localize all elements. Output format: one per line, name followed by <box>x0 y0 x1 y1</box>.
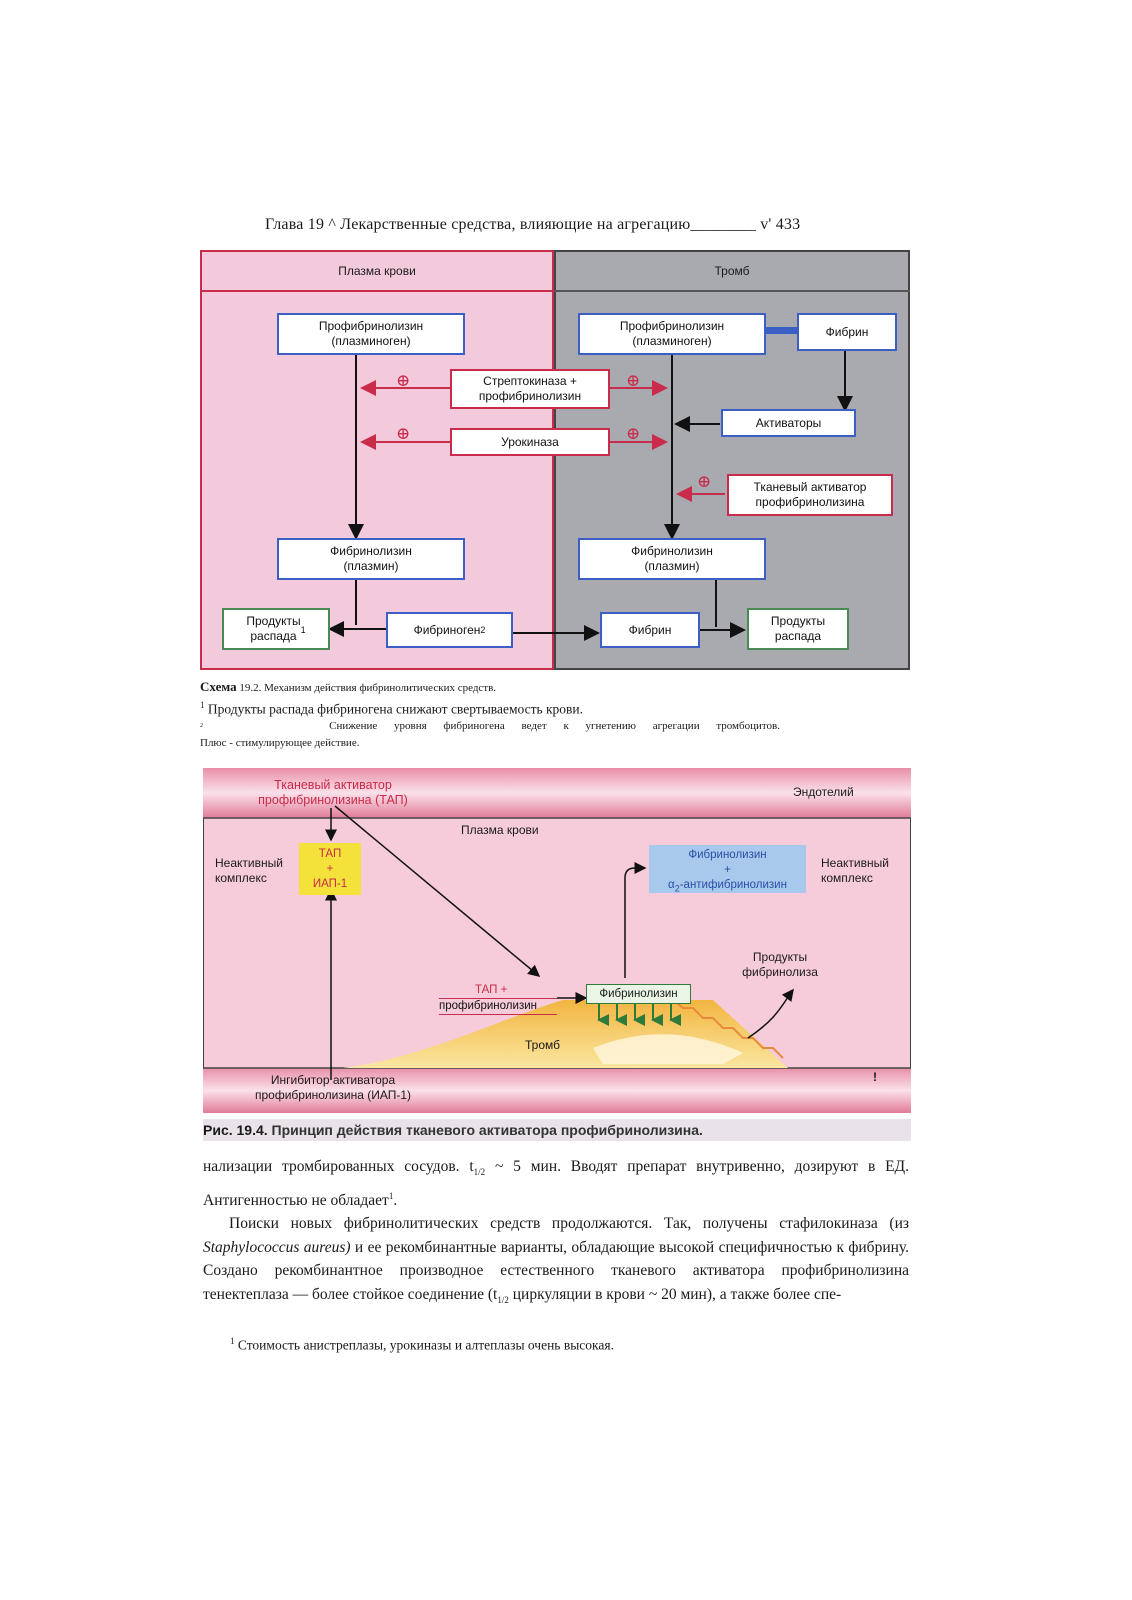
left-fibrinolysin-box: Фибринолизин (плазмин) <box>277 538 465 580</box>
fibrinolysin-complex-box: Фибринолизин + α2-антифибринолизин <box>649 845 806 893</box>
figure-caption-bold: Рис. 19.4. <box>203 1122 268 1138</box>
paragraph-2: Поиски новых фибринолитических средств п… <box>203 1212 909 1312</box>
page-header: Глава 19 ^ Лекарственные средства, влияю… <box>265 216 801 233</box>
scheme-caption: Схема 19.2. Механизм действия фибринолит… <box>200 678 920 752</box>
tap-iap-box: ТАП + ИАП-1 <box>299 843 361 895</box>
left-products-sup: 1 <box>300 625 306 635</box>
fibrin-top-box: Фибрин <box>797 313 897 351</box>
activators-box: Активаторы <box>721 409 856 437</box>
plus-icon: ⊕ <box>626 424 641 443</box>
thrombus-label: Тромб <box>714 264 750 278</box>
fc-line3: α2-антифибринолизин <box>649 878 806 896</box>
fc-line1: Фибринолизин <box>688 849 767 861</box>
note1-text: Продукты распада фибриногена снижают све… <box>204 701 584 717</box>
p1-b: ~ 5 мин. Вводят препарат внутривенно, до… <box>203 1158 909 1209</box>
fibrinogen-sup: 2 <box>480 624 486 635</box>
plus-icon: ⊕ <box>697 472 712 491</box>
fibrin-bottom-box: Фибрин <box>600 612 700 648</box>
tap-plus-label: ТАП + <box>439 983 557 999</box>
figure-19-4: Тканевый активатор профибринолизина (ТАП… <box>203 768 911 1113</box>
exclamation-mark: ! <box>873 1070 877 1084</box>
fibrinogen-label: Фибриноген <box>413 622 481 637</box>
scheme-note-2: 2 Снижение уровня фибриногена ведет к угн… <box>200 718 780 735</box>
figure-caption: Рис. 19.4. Принцип действия тканевого ак… <box>203 1119 911 1141</box>
note2-text: Снижение уровня фибриногена ведет к угне… <box>329 719 780 732</box>
plus-icon: ⊕ <box>396 424 411 443</box>
p1-c: . <box>393 1191 398 1209</box>
p2-b: и ее рекомбинантные варианты, обладающие… <box>203 1238 909 1303</box>
caption-bold: Схема <box>200 679 237 694</box>
p2-a: Поиски новых фибринолитических средств п… <box>229 1215 909 1233</box>
fibrinolysin-box: Фибринолизин <box>586 984 691 1004</box>
plasma-label: Плазма крови <box>338 264 416 278</box>
figure-background <box>203 768 911 1113</box>
right-products-box: Продукты распада <box>747 608 849 650</box>
caption-text: 19.2. Механизм действия фибринолитически… <box>236 682 497 694</box>
profib-label: профибринолизин <box>439 999 557 1015</box>
scheme-diagram: Плазма крови Тромб Профибрин <box>200 250 910 670</box>
thrombus-label: Тромб <box>525 1038 560 1052</box>
p2-c: циркуляции в крови ~ 20 мин), а также бо… <box>508 1285 842 1303</box>
streptokinase-box: Стрептокиназа + профибринолизин <box>450 369 610 409</box>
tap-profib-box: ТАП + профибринолизин <box>439 983 557 1015</box>
note2-sup: 2 <box>200 722 203 729</box>
right-profibrinolysin-box: Профибринолизин (плазминоген) <box>578 313 766 355</box>
scheme-note-1: 1 Продукты распада фибриногена снижают с… <box>200 697 920 718</box>
note1-sup: 1 <box>200 700 205 710</box>
footnote: 1 Стоимость анистреплазы, урокиназы и ал… <box>230 1336 614 1354</box>
p2-italic: Staphylococcus aureus) <box>203 1238 351 1256</box>
fc-alpha: α <box>668 879 675 891</box>
footnote-text: Стоимость анистреплазы, урокиназы и алте… <box>234 1337 614 1353</box>
footnote-sup: 1 <box>230 1336 235 1346</box>
thrombus-header-line <box>554 290 910 292</box>
inactive-left-label: Неактивный комплекс <box>215 856 283 885</box>
body-text: нализации тромбированных сосудов. t1/2 ~… <box>203 1155 909 1312</box>
tap-title: Тканевый активатор профибринолизина (ТАП… <box>258 778 408 807</box>
fc-rest: -антифибринолизин <box>679 879 787 891</box>
fc-sub: 2 <box>674 883 680 894</box>
figure-caption-text: Принцип действия тканевого активатора пр… <box>267 1122 703 1138</box>
plus-icon: ⊕ <box>626 371 641 390</box>
inactive-right-label: Неактивный комплекс <box>821 856 889 885</box>
plasma-header-line <box>200 290 554 292</box>
right-fibrinolysin-box: Фибринолизин (плазмин) <box>578 538 766 580</box>
tissue-activator-box: Тканевый активатор профибринолизина <box>727 474 893 516</box>
p1-a: нализации тромбированных сосудов. t <box>203 1158 474 1175</box>
left-profibrinolysin-box: Профибринолизин (плазминоген) <box>277 313 465 355</box>
plasma-label: Плазма крови <box>461 823 539 837</box>
p1-sup: 1 <box>388 1190 394 1201</box>
scheme-note-3: Плюс - стимулирующее действие. <box>200 736 360 749</box>
plus-icon: ⊕ <box>396 371 411 390</box>
products-label: Продукты фибринолиза <box>742 950 818 979</box>
endothelium-label: Эндотелий <box>793 785 854 799</box>
p2-sub: 1/2 <box>497 1294 509 1305</box>
paragraph-1: нализации тромбированных сосудов. t1/2 ~… <box>203 1155 909 1212</box>
inhibitor-label: Ингибитор активатора профибринолизина (И… <box>254 1073 412 1102</box>
urokinase-box: Урокиназа <box>450 428 610 456</box>
left-products-label: Продукты распада <box>246 614 301 643</box>
fc-line2: + <box>724 864 731 876</box>
scheme-arrows <box>328 327 853 641</box>
scheme-caption-line: Схема 19.2. Механизм действия фибринолит… <box>200 678 920 697</box>
p1-sub: 1/2 <box>473 1167 486 1178</box>
